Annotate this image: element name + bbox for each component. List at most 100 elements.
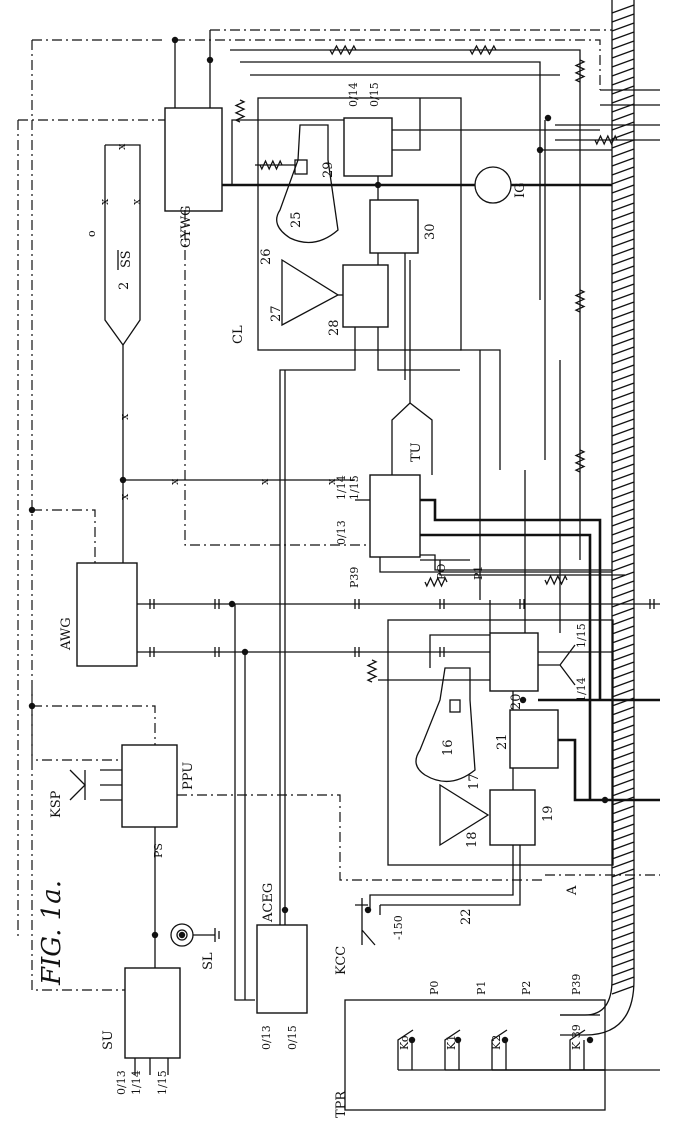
resistor: [574, 289, 586, 313]
ps-label: PS: [152, 843, 165, 858]
frac-13-su: 0/13: [115, 1070, 128, 1095]
num-19: 19: [541, 805, 556, 822]
p2-label: P2: [520, 981, 533, 995]
resistor: [366, 659, 378, 683]
junction-dot: [241, 648, 249, 656]
su-label: SU: [101, 1030, 116, 1050]
resistor: [469, 44, 497, 56]
junction-dot: [364, 906, 372, 914]
tu-wiring: [355, 260, 625, 800]
p0-label: P0: [428, 981, 441, 995]
svg-text:x: x: [325, 478, 338, 485]
junction-dot: [519, 696, 527, 704]
gywg-label: GYWG: [179, 206, 194, 249]
gywg-block: [164, 107, 223, 212]
junction-dot: [536, 146, 544, 154]
amplifier-27: [281, 258, 340, 327]
crt-25: [276, 124, 339, 244]
num-18: 18: [465, 831, 480, 848]
resistor: [574, 59, 586, 83]
a-enclosure: [387, 619, 614, 866]
junction-dot: [544, 114, 552, 122]
frac-14-top: 0/14: [347, 82, 360, 107]
junction-dot: [28, 506, 36, 514]
num-22: 22: [459, 908, 474, 925]
amplifier-18: [439, 783, 490, 847]
junction-dot: [454, 1036, 462, 1044]
bus-ticks: [149, 599, 655, 657]
frac-15-top: 0/15: [368, 82, 381, 107]
junction-dots: [28, 36, 609, 1044]
ig-label: IG: [513, 182, 528, 198]
resistor: [234, 99, 246, 123]
sl-label: SL: [201, 952, 216, 970]
block-30: [369, 199, 419, 254]
awg-block: [76, 562, 138, 667]
resistor: [424, 576, 448, 588]
p39-label: P39: [570, 974, 583, 995]
svg-text:x: x: [98, 198, 111, 205]
num-17: 17: [467, 773, 482, 790]
svg-text:x: x: [118, 413, 131, 420]
tpr-label: TPR: [334, 1090, 349, 1118]
resistor: [544, 574, 568, 586]
block-21: [509, 709, 559, 769]
aceg-block: [256, 924, 308, 1014]
k1-label: K1: [445, 1035, 458, 1050]
p39-tu: P39: [348, 567, 361, 588]
svg-text:x: x: [130, 198, 143, 205]
junction-dot: [119, 476, 127, 484]
ss-den: 2: [117, 282, 132, 290]
tu-label: TU: [409, 442, 424, 462]
junction-dot: [206, 56, 214, 64]
su-block: [124, 967, 181, 1059]
resistor: [574, 449, 586, 473]
tpr-keys: [397, 1029, 605, 1071]
tpr-enclosure: [344, 999, 606, 1111]
junction-dot: [408, 1036, 416, 1044]
frac-14-20: 1/14: [575, 677, 588, 702]
num-29: 29: [321, 161, 336, 178]
crt-25-plate: [294, 159, 308, 175]
ppu-label: PPU: [181, 762, 196, 790]
svg-text:x: x: [258, 478, 271, 485]
frac-15-su: 1/15: [156, 1070, 169, 1095]
ppu-block: [121, 744, 178, 828]
ss-num: SS: [119, 250, 134, 268]
block-28: [342, 264, 389, 328]
junction-dot: [374, 181, 382, 189]
num-25: 25: [289, 211, 304, 228]
junction-dot: [586, 1036, 594, 1044]
dash-dot-loop: [17, 39, 165, 991]
k2-label: K2: [490, 1035, 503, 1050]
block-19: [489, 789, 536, 846]
junction-dot: [281, 906, 289, 914]
num-30: 30: [423, 223, 438, 240]
crt-16-plate: [449, 699, 461, 713]
junction-dot: [151, 931, 159, 939]
frac-14-tu: 1/14: [335, 475, 348, 500]
cl-wiring: [222, 98, 660, 1000]
junction-dot: [228, 600, 236, 608]
kcc-label: KCC: [334, 946, 349, 975]
ksp-label: KSP: [49, 790, 64, 818]
crt-16: [415, 667, 476, 782]
tu-block: [369, 474, 421, 558]
svg-text:x: x: [118, 493, 131, 500]
x-marks: x x x x x x x x: [98, 143, 338, 500]
figure-title: FIG. 1a.: [37, 880, 67, 986]
block-29: [343, 117, 393, 177]
svg-text:x: x: [168, 478, 181, 485]
num-27: 27: [269, 305, 284, 322]
num-150: -150: [392, 915, 405, 940]
junction-dot: [601, 796, 609, 804]
p1-tu: P1: [472, 566, 485, 580]
junction-dot: [178, 931, 186, 939]
junction-dot: [28, 702, 36, 710]
junction-dot: [171, 36, 179, 44]
frac-13-tu: 0/13: [335, 520, 348, 545]
aceg-label: ACEG: [261, 883, 276, 923]
cable-duct: [560, 0, 635, 1036]
